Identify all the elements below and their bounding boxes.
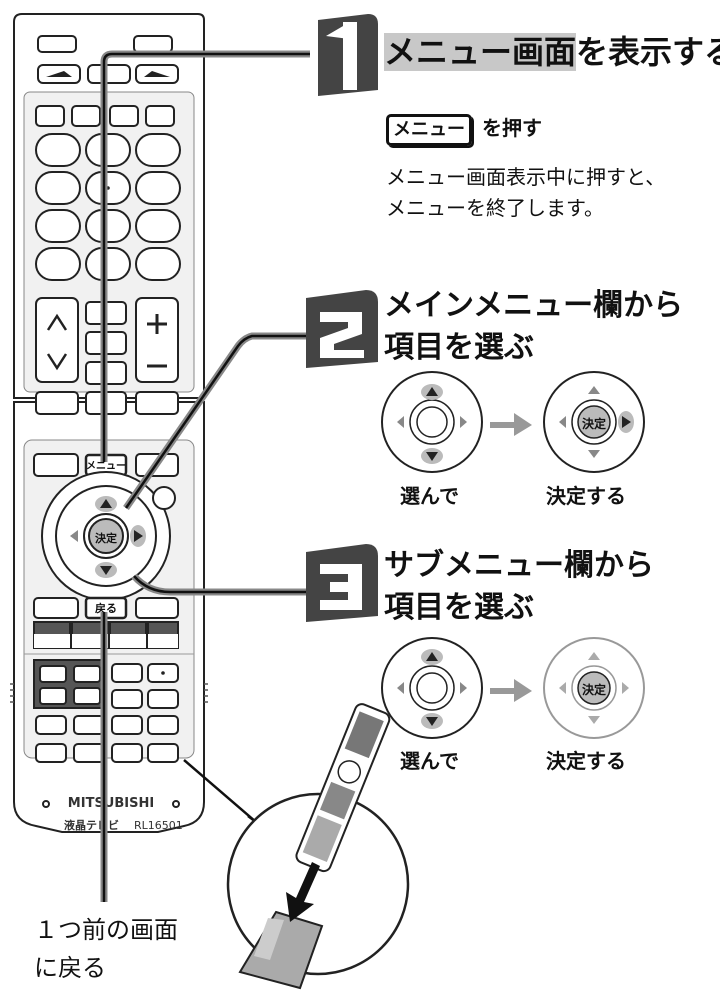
arrow-right-icon (490, 679, 532, 702)
back-callout-line1: １つ前の画面 (34, 916, 178, 944)
center-key-label: 決定 (582, 416, 606, 431)
dpad-select-2 (381, 371, 483, 473)
step3-title-line1: サブメニュー欄から (384, 548, 654, 583)
back-callout-line2: に戻る (34, 954, 106, 982)
step2-title-line1: メインメニュー欄から (384, 288, 684, 323)
step2-title-line2: 項目を選ぶ (384, 330, 534, 365)
step1-title-rest: を表示する (576, 33, 720, 71)
caption-confirm: 決定する (546, 484, 626, 508)
remote-menu-key-label: メニュー (86, 460, 126, 472)
dpad-select-3 (381, 637, 483, 739)
caption-confirm: 決定する (546, 749, 626, 773)
step1-note-line1: メニュー画面表示中に押すと、 (386, 165, 666, 189)
center-key-label: 決定 (582, 682, 606, 697)
model-label: RL16501 (134, 819, 183, 832)
step3-title-line2: 項目を選ぶ (384, 590, 534, 625)
step1-instruction: メニューを押す (386, 112, 542, 146)
dpad-confirm-3: 決定 (543, 637, 645, 739)
step1-note-line2: メニューを終了します。 (386, 196, 604, 220)
remote-control (10, 13, 208, 833)
product-label: 液晶テレビ (64, 818, 119, 832)
brand-logo: MITSUBISHI (68, 796, 154, 811)
remote-enter-key-label: 決定 (95, 531, 117, 545)
step-badge-3 (306, 544, 378, 622)
step-badge-1 (318, 14, 378, 96)
battery-cover-detail (226, 703, 410, 990)
arrow-right-icon (490, 413, 532, 436)
step1-action: を押す (482, 116, 542, 140)
step1-title-highlight: メニュー画面 (384, 33, 577, 71)
step-badge-2 (306, 290, 378, 368)
dpad-confirm-2: 決定 (543, 371, 645, 473)
caption-select: 選んで (400, 484, 459, 508)
menu-key-icon: メニュー (386, 114, 472, 146)
remote-back-key-label: 戻る (94, 601, 117, 615)
caption-select: 選んで (400, 749, 459, 773)
step1-title: メニュー画面を表示する (384, 30, 720, 74)
